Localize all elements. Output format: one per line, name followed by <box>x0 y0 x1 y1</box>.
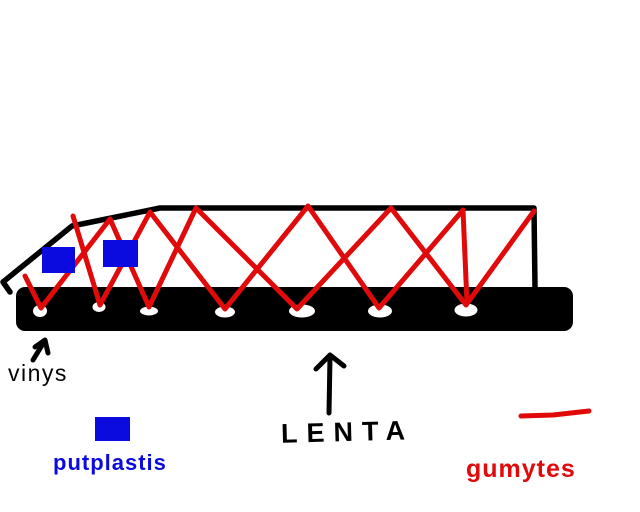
frame-outline <box>0 205 538 295</box>
label-vinys: vinys <box>8 360 68 386</box>
red-lacing-zigzag-b <box>70 203 470 312</box>
lenta-arrow-icon <box>313 352 347 416</box>
blue-block-2 <box>103 240 138 267</box>
label-lenta: LENTA <box>280 415 415 449</box>
board-hole-4 <box>215 306 235 318</box>
blue-block-1 <box>42 247 75 273</box>
label-putplastis: putplastis <box>53 450 167 475</box>
board-hole-3 <box>140 306 158 316</box>
gumytes-swatch-line <box>518 408 592 419</box>
red-lacing-zigzag-a <box>22 205 537 312</box>
board-hole-6 <box>368 304 392 318</box>
board-hole-7 <box>454 303 478 317</box>
putplastis-swatch <box>95 417 130 441</box>
label-gumytes: gumytes <box>466 455 576 483</box>
vinys-arrow-icon <box>30 337 51 363</box>
